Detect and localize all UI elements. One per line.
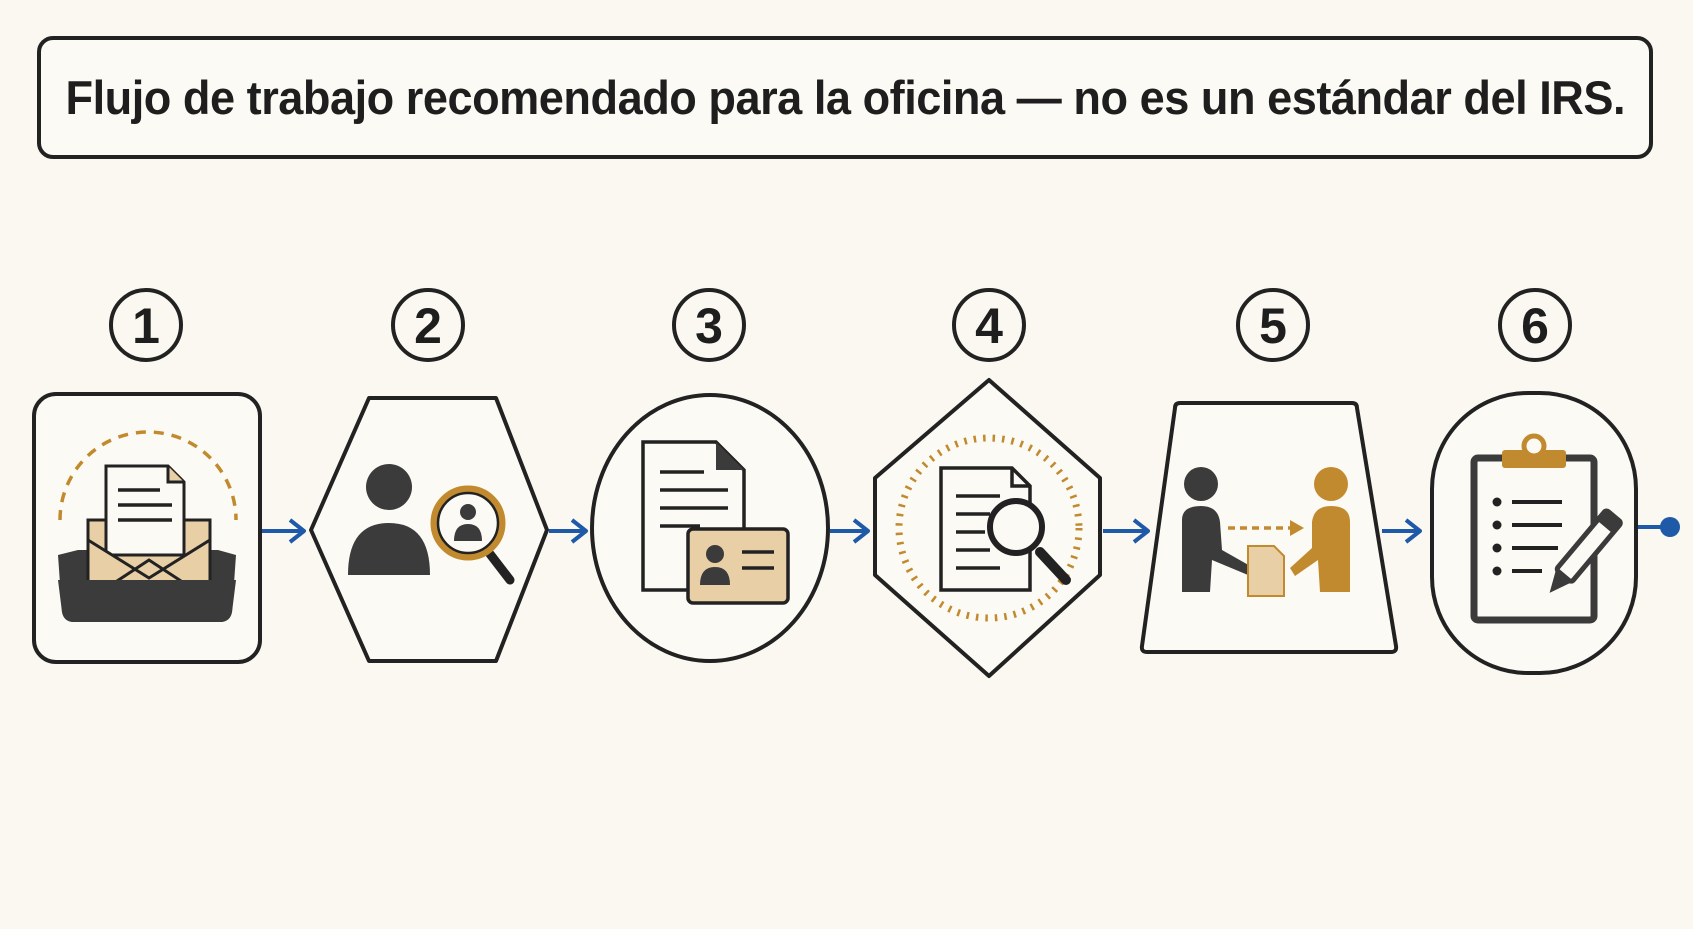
step-1-node [32,392,262,664]
trailing-connector [1638,517,1680,537]
step-2-number-badge: 2 [391,288,465,362]
title-banner: Flujo de trabajo recomendado para la ofi… [37,36,1653,159]
step-3-node [590,393,830,663]
arrow-3-to-4 [830,518,870,544]
mail-inbox-icon [58,430,238,622]
step-4-node [873,378,1102,678]
step-6-node [1430,391,1638,675]
arrow-4-to-5 [1103,518,1150,544]
step-5-number-badge: 5 [1236,288,1310,362]
step-5-node [1139,401,1399,654]
step-4-number-badge: 4 [952,288,1026,362]
step-6-number-badge: 6 [1498,288,1572,362]
arrow-1-to-2 [262,518,306,544]
step-5-number: 5 [1259,298,1287,354]
diagram-title: Flujo de trabajo recomendado para la ofi… [65,71,1625,124]
document-id-card-icon [641,440,790,605]
document-review-icon [895,434,1083,622]
step-1-number-badge: 1 [109,288,183,362]
step-2-node [309,396,549,663]
step-2-number: 2 [414,298,442,354]
step-3-number-badge: 3 [672,288,746,362]
step-2-frame [309,396,549,663]
arrow-2-to-3 [549,518,588,544]
arrow-5-to-6 [1382,518,1422,544]
person-search-icon [348,464,515,585]
step-6-number: 6 [1521,298,1549,354]
clipboard-sign-icon [1470,433,1623,624]
step-1-number: 1 [132,298,160,354]
step-3-number: 3 [695,298,723,354]
handoff-people-icon [1182,467,1350,597]
step-4-number: 4 [975,298,1003,354]
